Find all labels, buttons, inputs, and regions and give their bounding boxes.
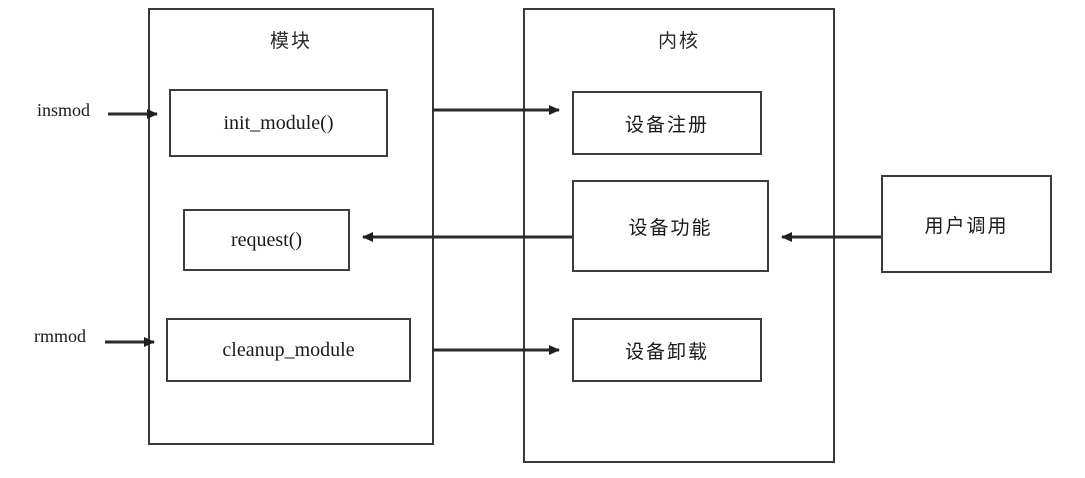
kernel-container-title: 内核 bbox=[657, 30, 700, 52]
module-container: 模块 bbox=[148, 8, 434, 445]
node-device-register[interactable]: 设备注册 bbox=[572, 91, 762, 155]
edge-label-rmmod: rmmod bbox=[34, 326, 86, 346]
edge-label-insmod: insmod bbox=[37, 100, 91, 120]
node-device-function-label: 设备功能 bbox=[628, 216, 713, 239]
node-request[interactable]: request() bbox=[183, 209, 350, 271]
node-device-register-label: 设备注册 bbox=[624, 113, 709, 136]
node-init-module[interactable]: init_module() bbox=[169, 89, 388, 157]
node-request-label: request() bbox=[230, 228, 303, 251]
node-device-unload[interactable]: 设备卸载 bbox=[572, 318, 762, 382]
node-init-module-label: init_module() bbox=[223, 111, 334, 134]
node-device-function[interactable]: 设备功能 bbox=[572, 180, 769, 272]
node-user-call-label: 用户调用 bbox=[924, 214, 1009, 237]
node-user-call[interactable]: 用户调用 bbox=[881, 175, 1052, 273]
node-cleanup-module[interactable]: cleanup_module bbox=[166, 318, 411, 382]
node-cleanup-module-label: cleanup_module bbox=[222, 338, 355, 361]
module-container-title: 模块 bbox=[269, 30, 312, 52]
node-device-unload-label: 设备卸载 bbox=[624, 340, 709, 363]
